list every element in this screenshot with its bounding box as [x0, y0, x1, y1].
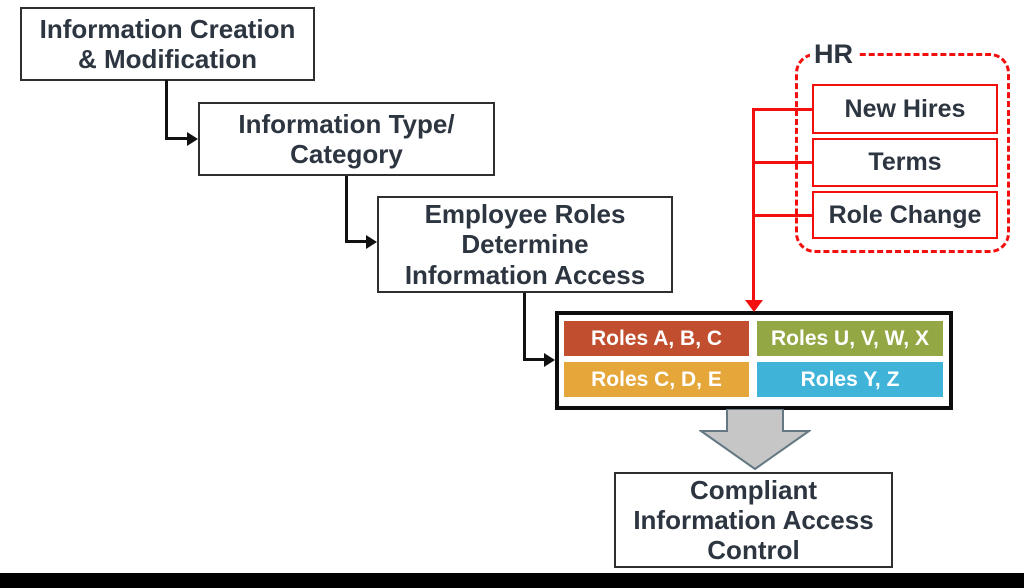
hr-group-label: HR: [810, 39, 857, 70]
flow-box-compliant-control: Compliant Information Access Control: [614, 472, 893, 568]
connector1-horizontal-line: [165, 137, 189, 140]
big-down-arrow-icon: [699, 409, 811, 471]
hr-item-role-change: Role Change: [812, 191, 998, 239]
role-cell-cde: Roles C, D, E: [564, 362, 749, 397]
hr-item-terms: Terms: [812, 138, 998, 187]
role-cell-abc: Roles A, B, C: [564, 321, 749, 356]
hr-connector-arrowhead-icon: [745, 300, 763, 312]
hr-connector-vertical-line: [752, 108, 755, 302]
flow-box-information-type-category: Information Type/ Category: [198, 102, 495, 176]
big-down-arrow-shape: [699, 409, 811, 471]
connector1-arrowhead-icon: [187, 132, 198, 146]
role-cell-uvwx: Roles U, V, W, X: [757, 321, 943, 356]
roles-matrix: Roles A, B, C Roles U, V, W, X Roles C, …: [555, 311, 953, 410]
hr-group-dashed-border: [795, 53, 1010, 253]
hr-connector-role-change-line: [752, 214, 812, 217]
connector2-vertical-line: [345, 176, 348, 242]
connector2-horizontal-line: [345, 240, 368, 243]
connector3-horizontal-line: [523, 358, 545, 361]
role-cell-yz: Roles Y, Z: [757, 362, 943, 397]
flow-box-employee-roles: Employee Roles Determine Information Acc…: [377, 196, 673, 293]
hr-connector-terms-line: [752, 161, 812, 164]
hr-item-new-hires: New Hires: [812, 84, 998, 134]
connector3-vertical-line: [523, 293, 526, 360]
hr-connector-new-hires-line: [752, 108, 812, 111]
bottom-black-bar: [0, 573, 1024, 588]
connector3-arrowhead-icon: [544, 353, 555, 367]
connector1-vertical-line: [165, 80, 168, 138]
connector2-arrowhead-icon: [366, 235, 377, 249]
flow-box-information-creation: Information Creation & Modification: [20, 7, 315, 81]
